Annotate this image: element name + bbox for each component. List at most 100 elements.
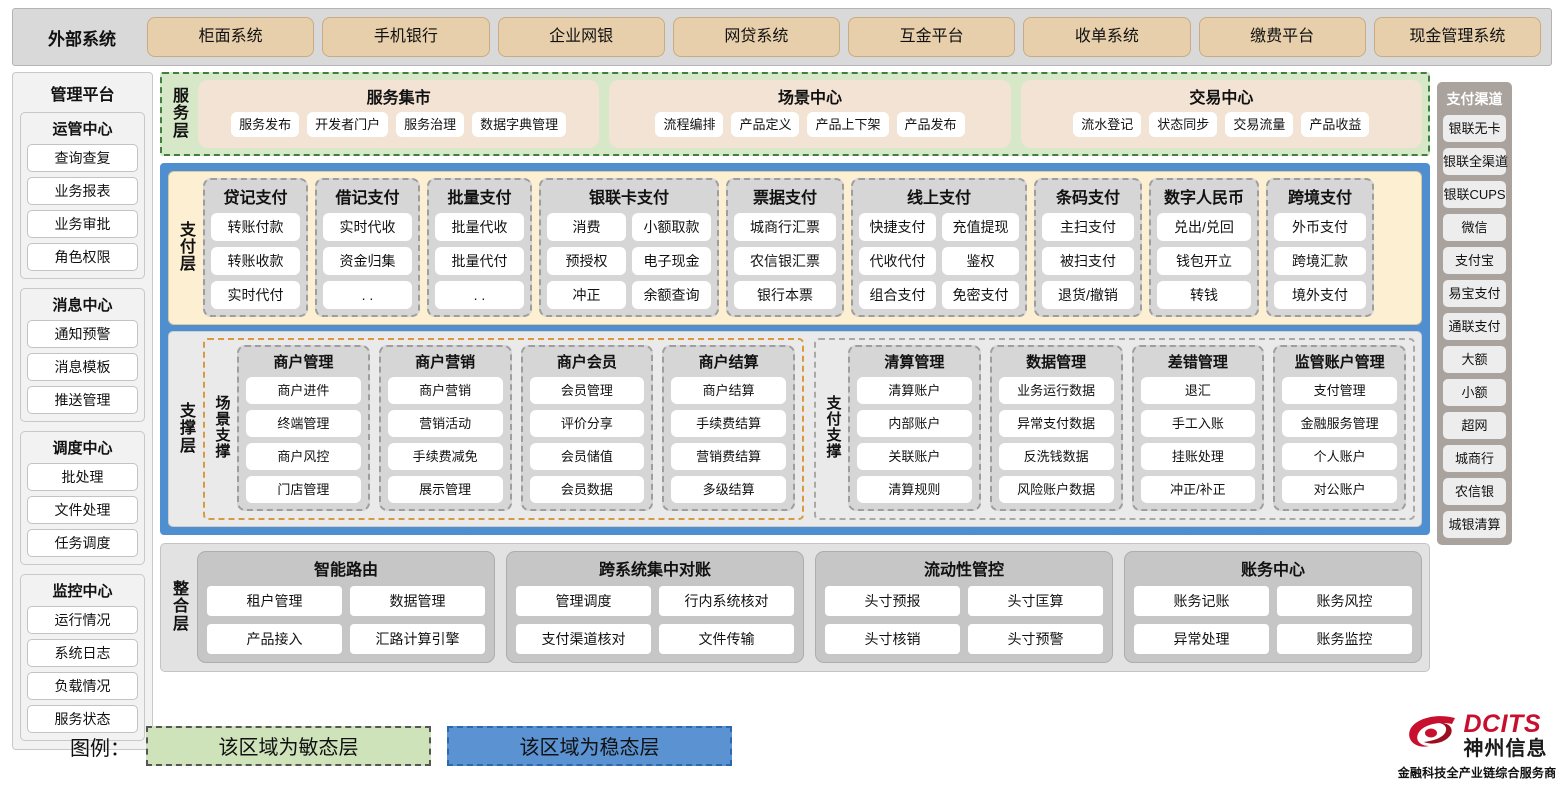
service-item[interactable]: 流水登记 bbox=[1073, 112, 1141, 137]
service-item[interactable]: 流程编排 bbox=[655, 112, 723, 137]
support-item[interactable]: 商户结算 bbox=[671, 377, 786, 404]
payment-channel-item[interactable]: 银联全渠道 bbox=[1443, 148, 1506, 175]
payment-item[interactable]: 外币支付 bbox=[1274, 213, 1366, 241]
support-item[interactable]: 手工入账 bbox=[1141, 410, 1256, 437]
payment-item[interactable]: 转账付款 bbox=[211, 213, 300, 241]
admin-item[interactable]: 消息模板 bbox=[27, 353, 138, 381]
integration-item[interactable]: 行内系统核对 bbox=[659, 586, 794, 616]
payment-item[interactable]: 转钱 bbox=[1157, 281, 1251, 309]
support-item[interactable]: 商户进件 bbox=[246, 377, 361, 404]
support-item[interactable]: 商户风控 bbox=[246, 443, 361, 470]
integration-item[interactable]: 数据管理 bbox=[350, 586, 485, 616]
support-item[interactable]: 评价分享 bbox=[530, 410, 645, 437]
integration-item[interactable]: 账务监控 bbox=[1277, 624, 1412, 654]
external-system-item[interactable]: 企业网银 bbox=[498, 17, 665, 57]
support-item[interactable]: 多级结算 bbox=[671, 476, 786, 503]
payment-item[interactable]: 资金归集 bbox=[323, 247, 412, 275]
payment-channel-item[interactable]: 微信 bbox=[1443, 214, 1506, 241]
admin-item[interactable]: 负载情况 bbox=[27, 672, 138, 700]
admin-item[interactable]: 推送管理 bbox=[27, 386, 138, 414]
payment-channel-item[interactable]: 小额 bbox=[1443, 379, 1506, 406]
payment-item[interactable]: 主扫支付 bbox=[1042, 213, 1134, 241]
external-system-item[interactable]: 手机银行 bbox=[322, 17, 489, 57]
admin-item[interactable]: 运行情况 bbox=[27, 606, 138, 634]
support-item[interactable]: 手续费减免 bbox=[388, 443, 503, 470]
integration-item[interactable]: 支付渠道核对 bbox=[516, 624, 651, 654]
support-item[interactable]: 内部账户 bbox=[857, 410, 972, 437]
external-system-item[interactable]: 网贷系统 bbox=[673, 17, 840, 57]
service-item[interactable]: 产品上下架 bbox=[807, 112, 888, 137]
external-system-item[interactable]: 收单系统 bbox=[1023, 17, 1190, 57]
payment-item[interactable]: 预授权 bbox=[547, 247, 626, 275]
payment-item[interactable]: 转账收款 bbox=[211, 247, 300, 275]
payment-item[interactable]: 小额取款 bbox=[632, 213, 711, 241]
service-item[interactable]: 产品收益 bbox=[1301, 112, 1369, 137]
support-item[interactable]: 退汇 bbox=[1141, 377, 1256, 404]
service-item[interactable]: 交易流量 bbox=[1225, 112, 1293, 137]
payment-item[interactable]: 退货/撤销 bbox=[1042, 281, 1134, 309]
support-item[interactable]: 业务运行数据 bbox=[999, 377, 1114, 404]
payment-channel-item[interactable]: 易宝支付 bbox=[1443, 280, 1506, 307]
payment-item[interactable]: 银行本票 bbox=[734, 281, 836, 309]
service-item[interactable]: 产品发布 bbox=[897, 112, 965, 137]
support-item[interactable]: 会员数据 bbox=[530, 476, 645, 503]
support-item[interactable]: 展示管理 bbox=[388, 476, 503, 503]
payment-item[interactable]: 被扫支付 bbox=[1042, 247, 1134, 275]
payment-item[interactable]: 充值提现 bbox=[942, 213, 1019, 241]
support-item[interactable]: 关联账户 bbox=[857, 443, 972, 470]
integration-item[interactable]: 头寸预报 bbox=[825, 586, 960, 616]
payment-channel-item[interactable]: 支付宝 bbox=[1443, 247, 1506, 274]
support-item[interactable]: 支付管理 bbox=[1282, 377, 1397, 404]
integration-item[interactable]: 头寸匡算 bbox=[968, 586, 1103, 616]
admin-item[interactable]: 文件处理 bbox=[27, 496, 138, 524]
support-item[interactable]: 对公账户 bbox=[1282, 476, 1397, 503]
support-item[interactable]: 反洗钱数据 bbox=[999, 443, 1114, 470]
payment-item[interactable]: 批量代收 bbox=[435, 213, 524, 241]
external-system-item[interactable]: 缴费平台 bbox=[1199, 17, 1366, 57]
payment-channel-item[interactable]: 城商行 bbox=[1443, 445, 1506, 472]
service-item[interactable]: 服务发布 bbox=[231, 112, 299, 137]
admin-item[interactable]: 任务调度 bbox=[27, 529, 138, 557]
support-item[interactable]: 营销费结算 bbox=[671, 443, 786, 470]
support-item[interactable]: 挂账处理 bbox=[1141, 443, 1256, 470]
payment-channel-item[interactable]: 银联CUPS bbox=[1443, 181, 1506, 208]
payment-channel-item[interactable]: 城银清算 bbox=[1443, 511, 1506, 538]
support-item[interactable]: 门店管理 bbox=[246, 476, 361, 503]
integration-item[interactable]: 账务记账 bbox=[1134, 586, 1269, 616]
admin-item[interactable]: 批处理 bbox=[27, 463, 138, 491]
integration-item[interactable]: 汇路计算引擎 bbox=[350, 624, 485, 654]
support-item[interactable]: 手续费结算 bbox=[671, 410, 786, 437]
service-item[interactable]: 产品定义 bbox=[731, 112, 799, 137]
payment-channel-item[interactable]: 超网 bbox=[1443, 412, 1506, 439]
payment-channel-item[interactable]: 银联无卡 bbox=[1443, 115, 1506, 142]
admin-item[interactable]: 通知预警 bbox=[27, 320, 138, 348]
admin-item[interactable]: 查询查复 bbox=[27, 144, 138, 172]
payment-item[interactable]: 代收代付 bbox=[859, 247, 936, 275]
payment-item[interactable]: 快捷支付 bbox=[859, 213, 936, 241]
payment-item[interactable]: 境外支付 bbox=[1274, 281, 1366, 309]
payment-item[interactable]: 钱包开立 bbox=[1157, 247, 1251, 275]
external-system-item[interactable]: 互金平台 bbox=[848, 17, 1015, 57]
integration-item[interactable]: 文件传输 bbox=[659, 624, 794, 654]
integration-item[interactable]: 管理调度 bbox=[516, 586, 651, 616]
service-item[interactable]: 状态同步 bbox=[1149, 112, 1217, 137]
payment-item[interactable]: 农信银汇票 bbox=[734, 247, 836, 275]
payment-channel-item[interactable]: 农信银 bbox=[1443, 478, 1506, 505]
payment-item[interactable]: 组合支付 bbox=[859, 281, 936, 309]
payment-item[interactable]: 电子现金 bbox=[632, 247, 711, 275]
payment-channel-item[interactable]: 大额 bbox=[1443, 346, 1506, 373]
support-item[interactable]: 营销活动 bbox=[388, 410, 503, 437]
payment-item[interactable]: 实时代付 bbox=[211, 281, 300, 309]
payment-item[interactable]: 鉴权 bbox=[942, 247, 1019, 275]
admin-item[interactable]: 系统日志 bbox=[27, 639, 138, 667]
support-item[interactable]: 冲正/补正 bbox=[1141, 476, 1256, 503]
support-item[interactable]: 会员管理 bbox=[530, 377, 645, 404]
payment-item[interactable]: 跨境汇款 bbox=[1274, 247, 1366, 275]
payment-item[interactable]: 余额查询 bbox=[632, 281, 711, 309]
payment-item[interactable]: . . bbox=[323, 281, 412, 309]
external-system-item[interactable]: 柜面系统 bbox=[147, 17, 314, 57]
support-item[interactable]: 会员储值 bbox=[530, 443, 645, 470]
integration-item[interactable]: 租户管理 bbox=[207, 586, 342, 616]
support-item[interactable]: 风险账户数据 bbox=[999, 476, 1114, 503]
service-item[interactable]: 数据字典管理 bbox=[472, 112, 566, 137]
